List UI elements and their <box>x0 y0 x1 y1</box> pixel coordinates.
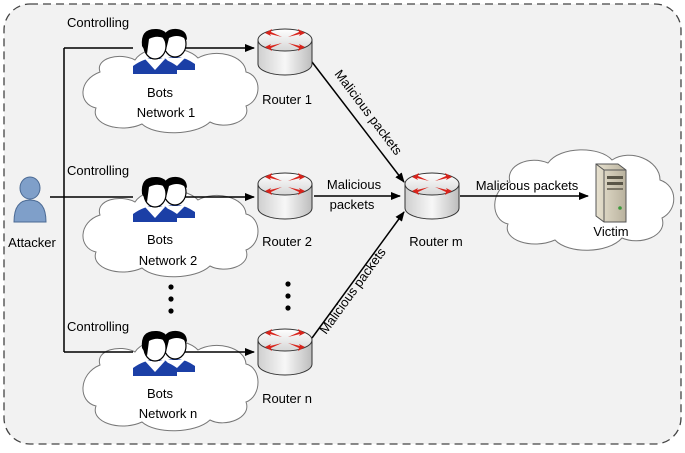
victim-server-icon <box>595 163 627 223</box>
packets-label-r2-line1: Malicious <box>327 177 382 192</box>
router-2-label: Router 2 <box>262 234 312 249</box>
controlling-label-1: Controlling <box>67 15 129 30</box>
packets-label-r2-line2: packets <box>330 197 375 212</box>
network-label-n: Network n <box>139 406 198 421</box>
router-m-label: Router m <box>409 234 462 249</box>
victim-label: Victim <box>593 224 628 239</box>
packets-label-victim: Malicious packets <box>476 178 579 193</box>
attacker-label: Attacker <box>8 235 56 250</box>
control-lines <box>50 44 589 356</box>
router-2-icon <box>257 172 313 220</box>
router-n-label: Router n <box>262 391 312 406</box>
controlling-label-2: Controlling <box>67 163 129 178</box>
router-1-icon <box>257 28 313 76</box>
bots-label-1: Bots <box>147 85 174 100</box>
bots-label-n: Bots <box>147 386 174 401</box>
router-m-icon <box>404 172 460 220</box>
bots-label-2: Bots <box>147 232 174 247</box>
network-label-2: Network 2 <box>139 253 198 268</box>
network-label-1: Network 1 <box>137 105 196 120</box>
controlling-label-3: Controlling <box>67 319 129 334</box>
ellipsis-dots <box>168 281 291 314</box>
router-n-icon <box>257 328 313 376</box>
attacker-person-icon <box>13 176 47 223</box>
cloud-victim <box>494 149 675 251</box>
router-1-label: Router 1 <box>262 92 312 107</box>
